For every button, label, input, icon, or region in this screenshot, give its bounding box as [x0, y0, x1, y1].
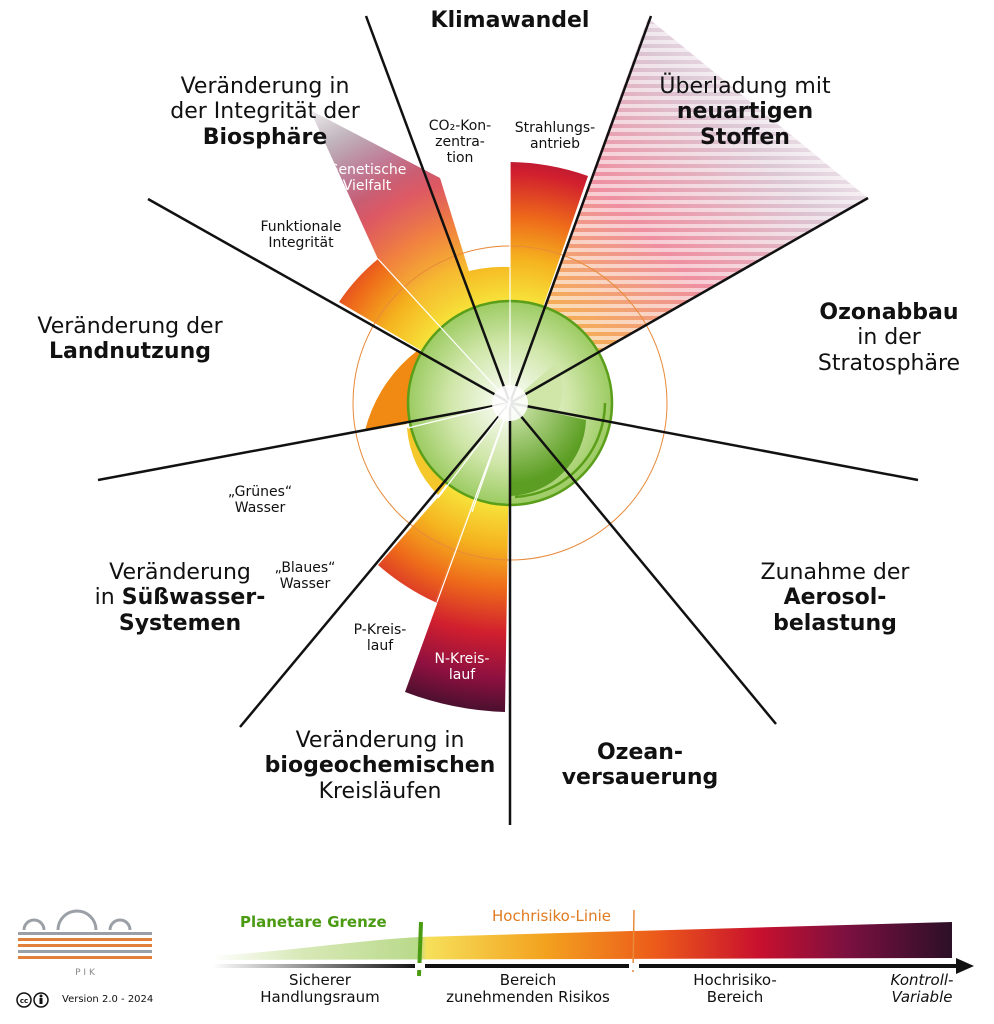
legend-hochrisiko-line2: Bereich — [706, 988, 764, 1007]
ozean-line2: versauerung — [561, 765, 719, 791]
label-neuartige-stoffe: Überladung mit neuartigen Stoffen — [640, 74, 850, 150]
pkreis-line1: P-Kreis- — [353, 622, 407, 638]
neuartige-line2: neuartigen — [676, 99, 814, 125]
landnutzung-line1: Veränderung der — [37, 314, 223, 339]
legend-bereich-zunehmenden-risikos: Bereich zunehmenden Risikos — [428, 971, 628, 1007]
legend-hochrisiko-line1: Hochrisiko- — [693, 971, 777, 989]
sublabel-p-kreislauf: P-Kreis- lauf — [330, 622, 430, 654]
co2-line3: tion — [446, 150, 474, 167]
legend-bereich-line2: zunehmenden Risikos — [446, 988, 610, 1007]
legend-gap-2 — [629, 963, 639, 970]
suesswasser-line2a: in — [94, 585, 115, 611]
biosphaere-line2: der Integrität der — [170, 99, 360, 125]
sublabel-co2: CO₂-Kon- zentra- tion — [410, 118, 510, 166]
legend-kontroll-line2: Variable — [891, 988, 953, 1007]
legend-planetare-grenze-label: Planetare Grenze — [240, 913, 387, 931]
ozean-line1: Ozean- — [596, 740, 684, 765]
sublabel-strahlungsantrieb: Strahlungs- antrieb — [500, 120, 610, 152]
ozon-line2: in der — [857, 325, 921, 351]
neuartige-stoffe-stripes — [510, 18, 868, 403]
aerosol-line1: Zunahme der — [760, 560, 910, 585]
legend-sicherer-handlungsraum: Sicherer Handlungsraum — [230, 971, 410, 1007]
sublabel-n-kreislauf: N-Kreis- lauf — [412, 651, 512, 683]
landnutzung-line2: Landnutzung — [49, 339, 211, 365]
label-landnutzung: Veränderung der Landnutzung — [20, 314, 240, 365]
legend-bereich-line1: Bereich — [499, 971, 557, 989]
sub-sector-lines — [377, 160, 511, 603]
biosphaere-line1: Veränderung in — [180, 74, 350, 99]
cc-license-icon: cc — [16, 992, 49, 1008]
strahlung-line2: antrieb — [529, 136, 581, 153]
legend-sicher-line1: Sicherer — [289, 971, 351, 989]
biosphaere-line3: Biosphäre — [202, 124, 328, 150]
funktional-line1: Funktionale — [260, 219, 342, 235]
label-suesswasser: Veränderung in Süßwasser- Systemen — [70, 560, 290, 636]
legend-gap-1 — [415, 963, 425, 970]
strahlung-line1: Strahlungs- — [514, 120, 596, 136]
sublabel-blaues-wasser: „Blaues“ Wasser — [250, 560, 360, 592]
cc-icon-text: cc — [20, 997, 28, 1005]
sublabel-genetische-vielfalt: Genetische Vielfalt — [312, 162, 422, 194]
genetisch-line1: Genetische — [327, 162, 407, 178]
sublabel-funktionale-integritaet: Funktionale Integrität — [246, 219, 356, 251]
label-aerosol: Zunahme der Aerosol- belastung — [740, 560, 930, 636]
aerosol-line3: belastung — [773, 610, 897, 636]
co2-line2: zentra- — [435, 134, 485, 151]
genetisch-line2: Vielfalt — [342, 178, 392, 195]
pik-logo: P I K — [18, 909, 152, 978]
center-glow — [492, 385, 528, 421]
biogeo-line2: biogeochemischen — [264, 753, 496, 779]
pkreis-line2: lauf — [366, 638, 394, 655]
funktional-line2: Integrität — [268, 235, 334, 252]
legend-kontroll-line1: Kontroll- — [890, 971, 954, 989]
legend-hochrisiko-bereich: Hochrisiko- Bereich — [670, 971, 800, 1007]
legend-hochrisiko-marker — [632, 909, 635, 973]
nkreis-line2: lauf — [448, 667, 476, 684]
nkreis-line1: N-Kreis- — [434, 651, 490, 667]
landnutzung-wedge-outer — [365, 351, 420, 431]
klimawandel-title: Klimawandel — [430, 8, 590, 33]
aerosol-line2: Aerosol- — [783, 585, 887, 611]
pik-logo-text: P I K — [75, 968, 96, 978]
biogeo-line3: Kreisläufen — [318, 778, 442, 804]
blau-line1: „Blaues“ — [274, 560, 336, 576]
suesswasser-line2b: Süßwasser- — [121, 585, 266, 611]
legend-gradient-bar — [212, 922, 952, 960]
co2-line1: CO₂-Kon- — [428, 118, 492, 134]
neuartige-line1: Überladung mit — [659, 74, 831, 99]
suesswasser-line3: Systemen — [118, 610, 242, 636]
legend-sicher-line2: Handlungsraum — [260, 988, 380, 1007]
ozon-line1: Ozonabbau — [819, 300, 959, 325]
gruen-line1: „Grünes“ — [227, 484, 293, 500]
gruen-line2: Wasser — [234, 500, 286, 517]
sector-lines — [97, 15, 919, 825]
blau-line2: Wasser — [279, 576, 331, 593]
ozon-line3: Stratosphäre — [817, 350, 961, 376]
biogeo-line1: Veränderung in — [295, 728, 465, 753]
legend-arrow-head — [956, 958, 974, 974]
label-biosphaere: Veränderung in der Integrität der Biosph… — [150, 74, 380, 150]
suesswasser-line1: Veränderung — [109, 560, 251, 585]
legend-hochrisiko-linie-label: Hochrisiko-Linie — [492, 907, 611, 925]
legend-kontroll-variable: Kontroll- Variable — [872, 971, 972, 1007]
sublabel-gruenes-wasser: „Grünes“ Wasser — [205, 484, 315, 516]
version-label: Version 2.0 - 2024 — [62, 994, 154, 1005]
label-ozeanversauerung: Ozean- versauerung — [540, 740, 740, 791]
label-biogeochemisch: Veränderung in biogeochemischen Kreisläu… — [245, 728, 515, 804]
label-ozonabbau: Ozonabbau in der Stratosphäre — [794, 300, 984, 376]
neuartige-line3: Stoffen — [700, 124, 790, 150]
